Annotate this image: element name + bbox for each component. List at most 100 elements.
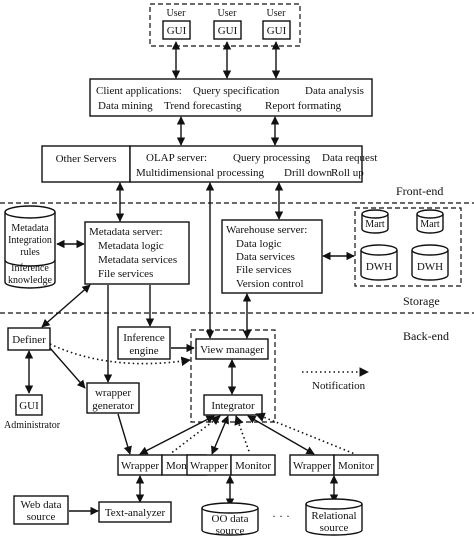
integrator-box <box>203 394 263 416</box>
notification-label: Notification <box>312 380 366 392</box>
dwh-2-label: DWH <box>417 261 443 273</box>
front-end-label: Front-end <box>396 184 443 198</box>
warehouse-server-item3: File services <box>236 264 291 276</box>
storage-group-border <box>354 207 462 287</box>
mart-2: Mart <box>416 209 444 234</box>
definer-box <box>7 327 51 351</box>
client-line2-c: Report formating <box>265 100 342 112</box>
arrow-integrator-pair1-a <box>139 415 215 455</box>
mart-1-top <box>361 209 389 219</box>
relational-source-l2: source <box>320 522 349 534</box>
client-applications-box <box>89 78 373 117</box>
client-line1-b: Query specification <box>193 85 280 97</box>
oo-data-source-l1: OO data <box>212 513 249 525</box>
sources-ellipsis: · · · <box>272 509 290 523</box>
mart-1-label: Mart <box>365 219 385 230</box>
metadata-store-l4: Inference <box>11 263 49 274</box>
wrapper-1-label: Wrapper <box>121 460 159 472</box>
metadata-server-item3: File services <box>98 268 153 280</box>
user-2: User GUI <box>213 8 242 40</box>
client-line1-c: Data analysis <box>305 85 364 97</box>
client-line1-a: Client applications: <box>96 85 182 97</box>
relational-source-l1: Relational <box>311 510 356 522</box>
view-manager-label: View manager <box>200 344 264 356</box>
warehouse-server-item1: Data logic <box>236 238 282 250</box>
user-1-label: User <box>167 8 187 19</box>
metadata-server-box <box>84 221 190 285</box>
other-servers-label: Other Servers <box>56 153 117 165</box>
user-2-label: User <box>218 8 238 19</box>
warehouse-server-item4: Version control <box>236 278 304 290</box>
mart-1-body <box>361 214 389 234</box>
user-3-gui-label: GUI <box>267 25 287 37</box>
monitor-3-box <box>333 454 379 476</box>
metadata-cylinder-band <box>4 259 56 267</box>
oo-cylinder-top <box>201 502 259 514</box>
wrapper-generator-l2: generator <box>92 400 134 412</box>
user-1-gui-box[interactable] <box>162 20 191 40</box>
client-line2-b: Trend forecasting <box>164 100 242 112</box>
dwh-1-top <box>360 244 398 256</box>
metadata-store-l2: Integration <box>8 235 52 246</box>
user-1-gui-label: GUI <box>167 25 187 37</box>
monitor-2-box <box>230 454 276 476</box>
warehouse-server-item2: Data services <box>236 251 295 263</box>
inference-engine-l2: engine <box>129 345 158 357</box>
storage-label: Storage <box>403 294 440 308</box>
client-line2-a: Data mining <box>98 100 153 112</box>
wrapper-generator-l1: wrapper <box>95 387 131 399</box>
olap-line2-c: Roll up <box>331 167 364 179</box>
mart-1: Mart <box>361 209 389 234</box>
oo-cylinder-body <box>201 508 259 536</box>
dwh-1-label: DWH <box>366 261 392 273</box>
oo-data-source: OO data source <box>201 502 259 537</box>
relational-source: Relational source <box>305 498 363 536</box>
dwh-2: DWH <box>411 244 449 281</box>
dwh-1: DWH <box>360 244 398 281</box>
admin-gui-label: GUI <box>19 400 39 412</box>
metadata-store: Metadata Integration rules Inference kno… <box>4 205 56 289</box>
text-analyzer-box <box>98 501 172 523</box>
wrapper-generator-box <box>86 382 140 414</box>
warehouse-server-box <box>221 219 323 294</box>
arrow-definer-viewmanager-dotted <box>49 343 191 367</box>
olap-line2-a: Multidimensional processing <box>136 167 265 179</box>
inference-engine-l1: Inference <box>123 332 165 344</box>
arrow-metaserver-definer <box>41 284 91 328</box>
arrow-integrator-pair3-b <box>255 412 356 455</box>
arrow-wrapgen-wrapper1 <box>117 413 132 455</box>
user-1: User GUI <box>162 8 191 40</box>
integrator-label: Integrator <box>211 400 255 412</box>
web-data-source-l1: Web data <box>21 499 62 511</box>
dwh-1-body <box>360 250 398 281</box>
metadata-server-title: Metadata server: <box>89 226 163 238</box>
user-2-gui-label: GUI <box>218 25 238 37</box>
metadata-store-l3: rules <box>20 247 40 258</box>
view-manager-box <box>195 338 269 360</box>
olap-server-box <box>129 145 363 183</box>
metadata-cylinder-body <box>4 212 56 289</box>
dwh-2-body <box>411 250 449 281</box>
warehouse-server-title: Warehouse server: <box>226 224 307 236</box>
user-3: User GUI <box>262 8 291 40</box>
definer-label: Definer <box>12 334 46 346</box>
mart-2-label: Mart <box>420 219 440 230</box>
olap-line1-c: Data request <box>322 152 377 164</box>
metadata-cylinder-top <box>4 205 56 219</box>
mediator-region-border <box>190 329 276 423</box>
olap-line1-b: Query processing <box>233 152 311 164</box>
arrow-integrator-pair3-a <box>247 415 315 455</box>
admin-gui-box[interactable] <box>15 394 43 416</box>
user-2-gui-box[interactable] <box>213 20 242 40</box>
wrapper-2-label: Wrapper <box>190 460 228 472</box>
user-3-gui-box[interactable] <box>262 20 291 40</box>
monitor-2-label: Monitor <box>235 460 271 472</box>
arrow-definer-wrapgen <box>49 347 86 389</box>
mart-2-top <box>416 209 444 219</box>
arrow-integrator-pair2-a <box>211 415 229 455</box>
text-analyzer-label: Text-analyzer <box>105 507 166 519</box>
web-data-source-box <box>13 495 69 525</box>
mart-2-body <box>416 214 444 234</box>
olap-line2-b: Drill down <box>284 167 332 179</box>
